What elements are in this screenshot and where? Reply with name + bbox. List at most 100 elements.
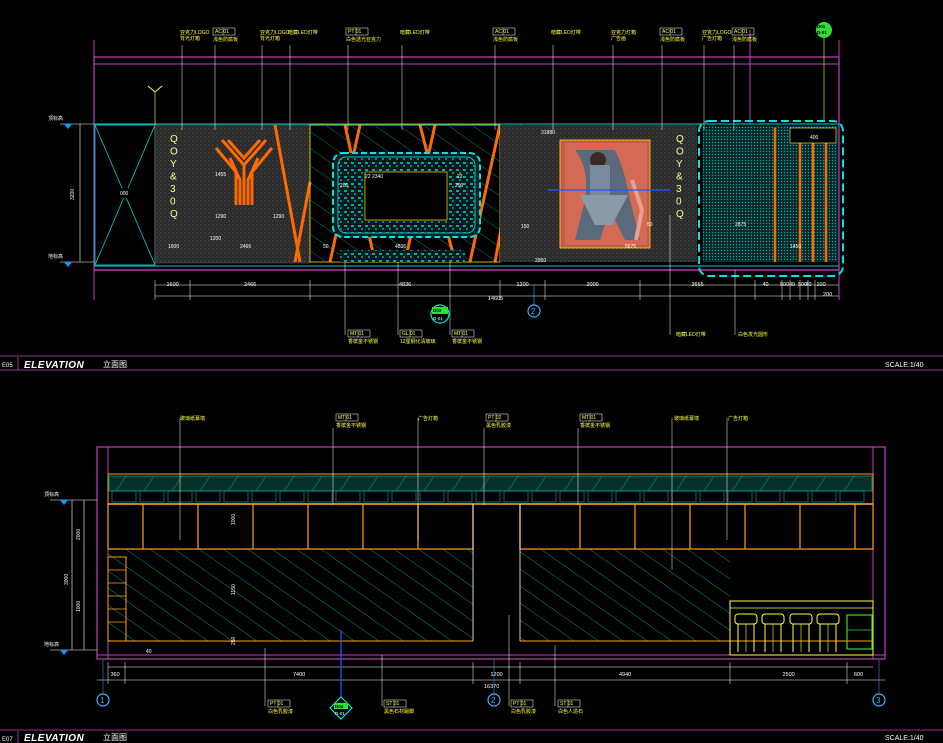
detail-bubble-mid[interactable]: D03 D-01	[430, 304, 450, 324]
material-label: 白色发光圆形	[738, 331, 768, 338]
material-label: 背光灯箱	[180, 35, 200, 42]
material-callout[interactable]: 白色发光圆形	[738, 331, 768, 338]
material-label: 暗藏LED灯带	[400, 29, 430, 36]
material-label: 浅色防腐板	[732, 36, 757, 43]
dim-value: 600	[854, 672, 863, 678]
material-tag: AC 01	[734, 29, 748, 35]
material-label: 暗藏LED灯带	[551, 29, 581, 36]
brand-letter: 3	[170, 184, 176, 195]
svg-text:4836: 4836	[395, 244, 406, 250]
brand-letter: &	[676, 172, 683, 183]
material-label: 香槟金不锈钢	[452, 338, 482, 345]
material-tag: PT 01	[270, 701, 283, 707]
axis-bubble-2[interactable]: 2	[487, 693, 501, 707]
material-callout[interactable]: 暗藏LED灯带	[551, 29, 581, 130]
material-tag: MT 01	[454, 331, 468, 337]
material-tag: AC 01	[662, 29, 676, 35]
svg-text:2: 2	[531, 307, 536, 316]
material-tag: MT 01	[338, 415, 352, 421]
svg-text:1200: 1200	[210, 236, 221, 242]
svg-text:2: 2	[491, 696, 496, 705]
svg-text:1: 1	[100, 696, 105, 705]
material-label: 广告画	[611, 35, 626, 42]
svg-text:D04: D04	[335, 704, 344, 709]
brand-letter: O	[170, 147, 178, 158]
svg-text:31880: 31880	[541, 130, 555, 136]
brand-letter: 3	[676, 184, 682, 195]
svg-text:1290: 1290	[215, 214, 226, 220]
svg-text:400: 400	[810, 135, 819, 141]
dim-value: 40	[789, 282, 795, 288]
dim-value: 2466	[244, 282, 256, 288]
elevation-code: E05	[2, 363, 13, 369]
material-label: 白色人造石	[558, 708, 583, 715]
bar-stool	[789, 613, 813, 652]
material-callout[interactable]: 玻璃纸幕墙	[180, 415, 205, 422]
material-tag: PT 02	[488, 415, 501, 421]
material-callout[interactable]: 广告灯箱	[728, 415, 748, 422]
bar-stool	[816, 613, 840, 652]
axis-bubble-1[interactable]: 1	[96, 693, 110, 707]
material-label: 亚克力LOGO	[180, 29, 210, 36]
axis-bubble-3[interactable]: 3	[872, 693, 886, 707]
elevation-e07: 1000 1150 250 40 顶标高 地标高 3000 2000 1000 …	[0, 413, 943, 743]
svg-text:150: 150	[521, 224, 530, 230]
svg-text:3: 3	[876, 696, 881, 705]
material-label: 广告灯箱	[728, 415, 748, 422]
dim-value: 500	[798, 282, 807, 288]
dim-value: 40	[763, 282, 769, 288]
svg-text:22: 22	[457, 174, 463, 180]
svg-text:1290: 1290	[273, 214, 284, 220]
material-label: 浅色防腐板	[213, 36, 238, 43]
material-tag: MT 01	[582, 415, 596, 421]
svg-text:50: 50	[647, 222, 653, 228]
material-tag: AC 01	[495, 29, 509, 35]
elevation-scale-2: SCALE:1/40	[885, 735, 924, 742]
dim-value: 1200	[517, 282, 529, 288]
material-callout[interactable]: 暗藏LED灯带	[400, 29, 430, 130]
material-callout[interactable]: 玻璃纸幕墙	[674, 415, 699, 422]
bar-stool	[734, 613, 758, 652]
material-label: 白色透光亚克力	[346, 36, 381, 43]
material-tag: MT 01	[350, 331, 364, 337]
material-callout[interactable]: 广告灯箱	[418, 415, 438, 422]
material-callout[interactable]: 暗藏LED灯带	[288, 29, 318, 130]
detail-bubble-bottom[interactable]: D04 D-01	[329, 630, 353, 720]
svg-text:5675: 5675	[625, 244, 636, 250]
axis-bubble-2-top[interactable]: 2	[527, 304, 541, 318]
material-label: 白色乳胶漆	[268, 708, 293, 715]
material-label: 香槟金不锈钢	[336, 422, 366, 429]
detail-bubble-top[interactable]: D01 D-01	[816, 22, 832, 120]
material-callout[interactable]: 暗藏LED灯带	[676, 331, 706, 338]
material-label: 浅色防腐板	[660, 36, 685, 43]
dim-value: 500	[780, 282, 789, 288]
brand-letter: Q	[676, 134, 684, 145]
counter-chairs	[734, 613, 840, 652]
svg-text:2000: 2000	[76, 529, 82, 540]
